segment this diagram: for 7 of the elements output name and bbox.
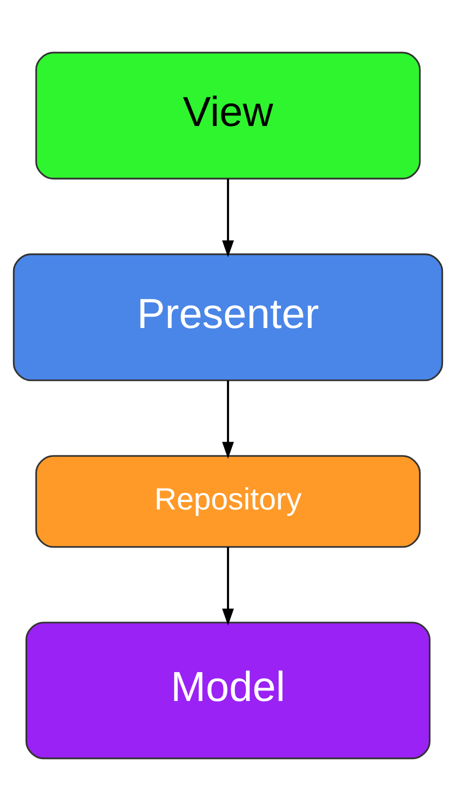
arrow [222,546,234,626]
arrow [222,178,234,258]
node-box: Model [26,622,430,760]
node-box: Presenter [12,253,444,382]
arrow [222,380,234,459]
node-box: Repository [35,455,421,548]
node-box: View [35,52,421,180]
